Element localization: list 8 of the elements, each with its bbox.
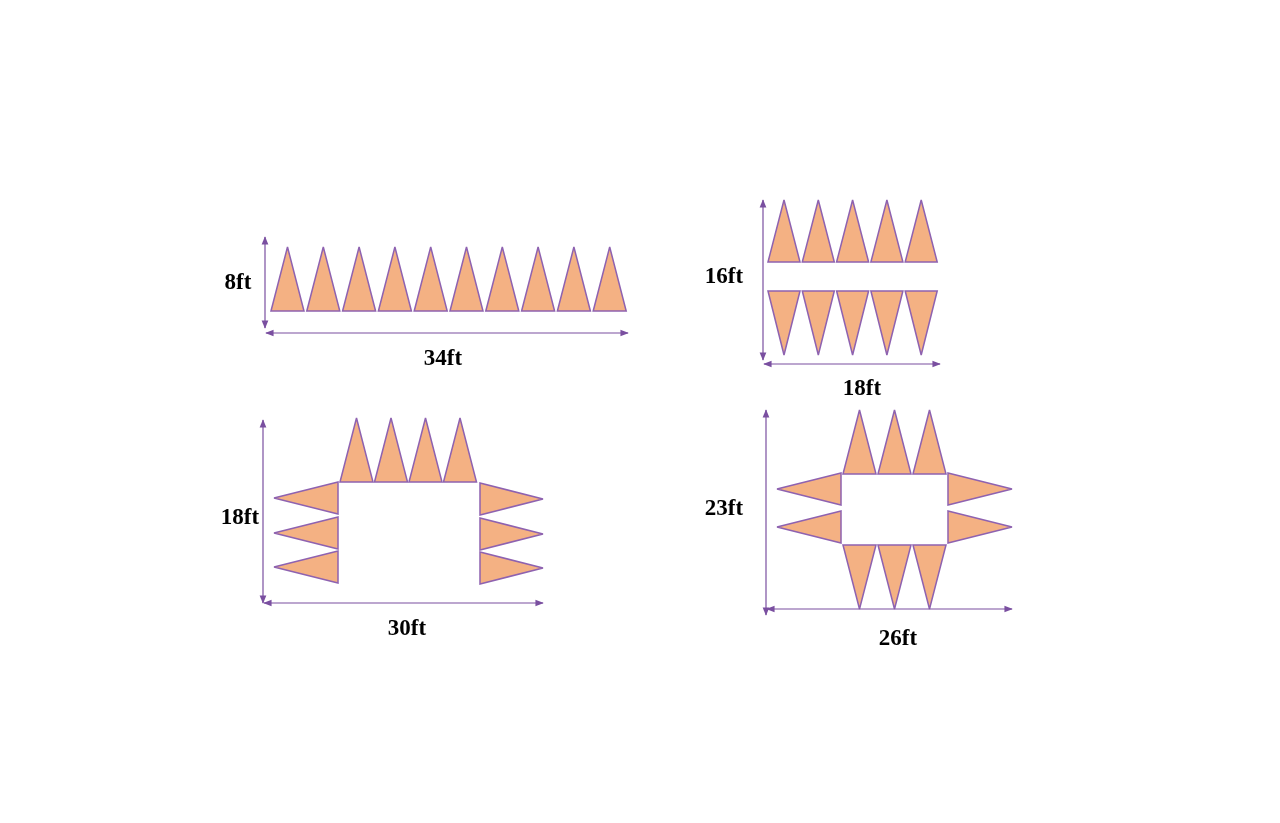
dimension-label: 23ft: [704, 495, 744, 521]
dimension-label: 18ft: [220, 504, 260, 530]
dimension-label: 16ft: [704, 263, 744, 289]
dimension-label: 34ft: [423, 345, 463, 371]
dimension-label: 30ft: [387, 615, 427, 641]
dimension-label: 26ft: [878, 625, 918, 651]
dimension-label: 18ft: [842, 375, 882, 401]
dimension-label: 8ft: [224, 269, 252, 295]
